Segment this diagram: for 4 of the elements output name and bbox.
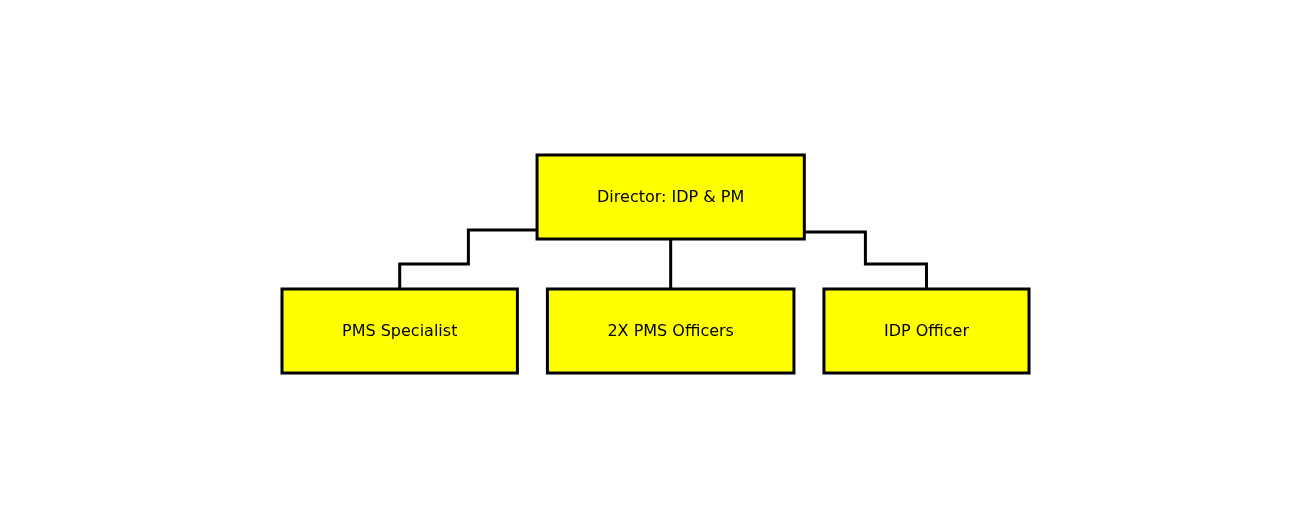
node-box: 2X PMS Officers [546, 287, 796, 375]
node-box: Director: IDP & PM [536, 153, 807, 241]
node-box: IDP Officer [822, 287, 1031, 375]
node-box: PMS Specialist [281, 287, 520, 375]
